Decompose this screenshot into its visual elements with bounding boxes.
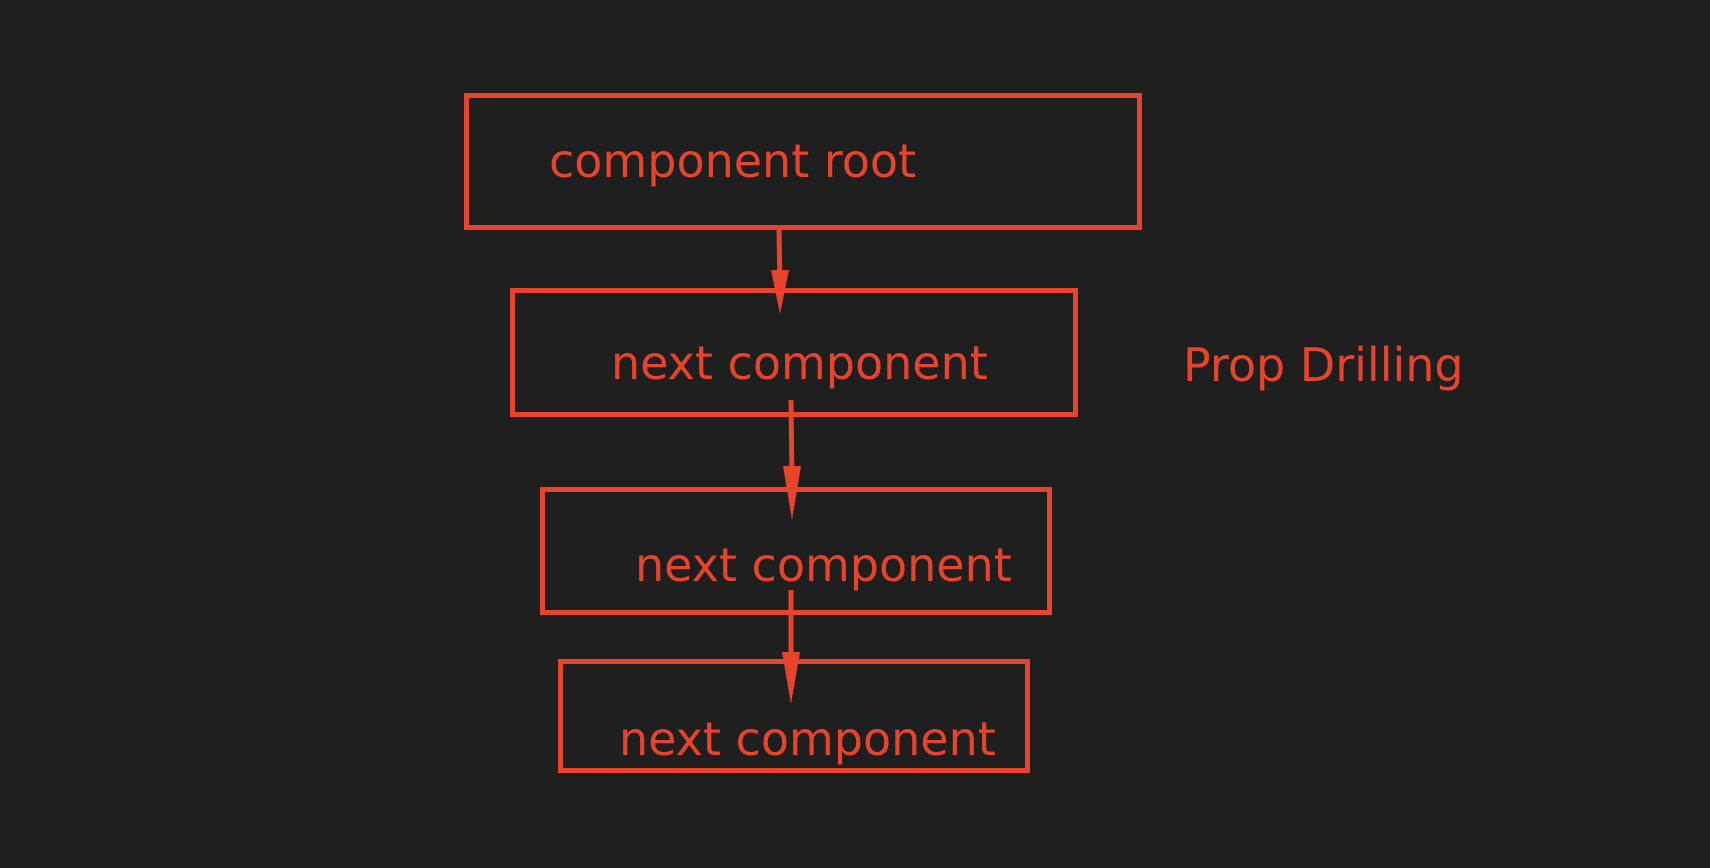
arrow-1-shaft (776, 227, 783, 291)
next-component-label-1: next component (611, 336, 988, 390)
next-component-label-2: next component (635, 538, 1012, 592)
next-component-box-3: next component (558, 659, 1030, 773)
component-root-label: component root (549, 134, 917, 188)
component-root-box: component root (464, 93, 1142, 230)
next-component-box-2: next component (540, 487, 1052, 615)
next-component-label-3: next component (619, 712, 996, 766)
prop-drilling-title: Prop Drilling (1183, 338, 1464, 392)
next-component-box-1: next component (510, 288, 1078, 417)
